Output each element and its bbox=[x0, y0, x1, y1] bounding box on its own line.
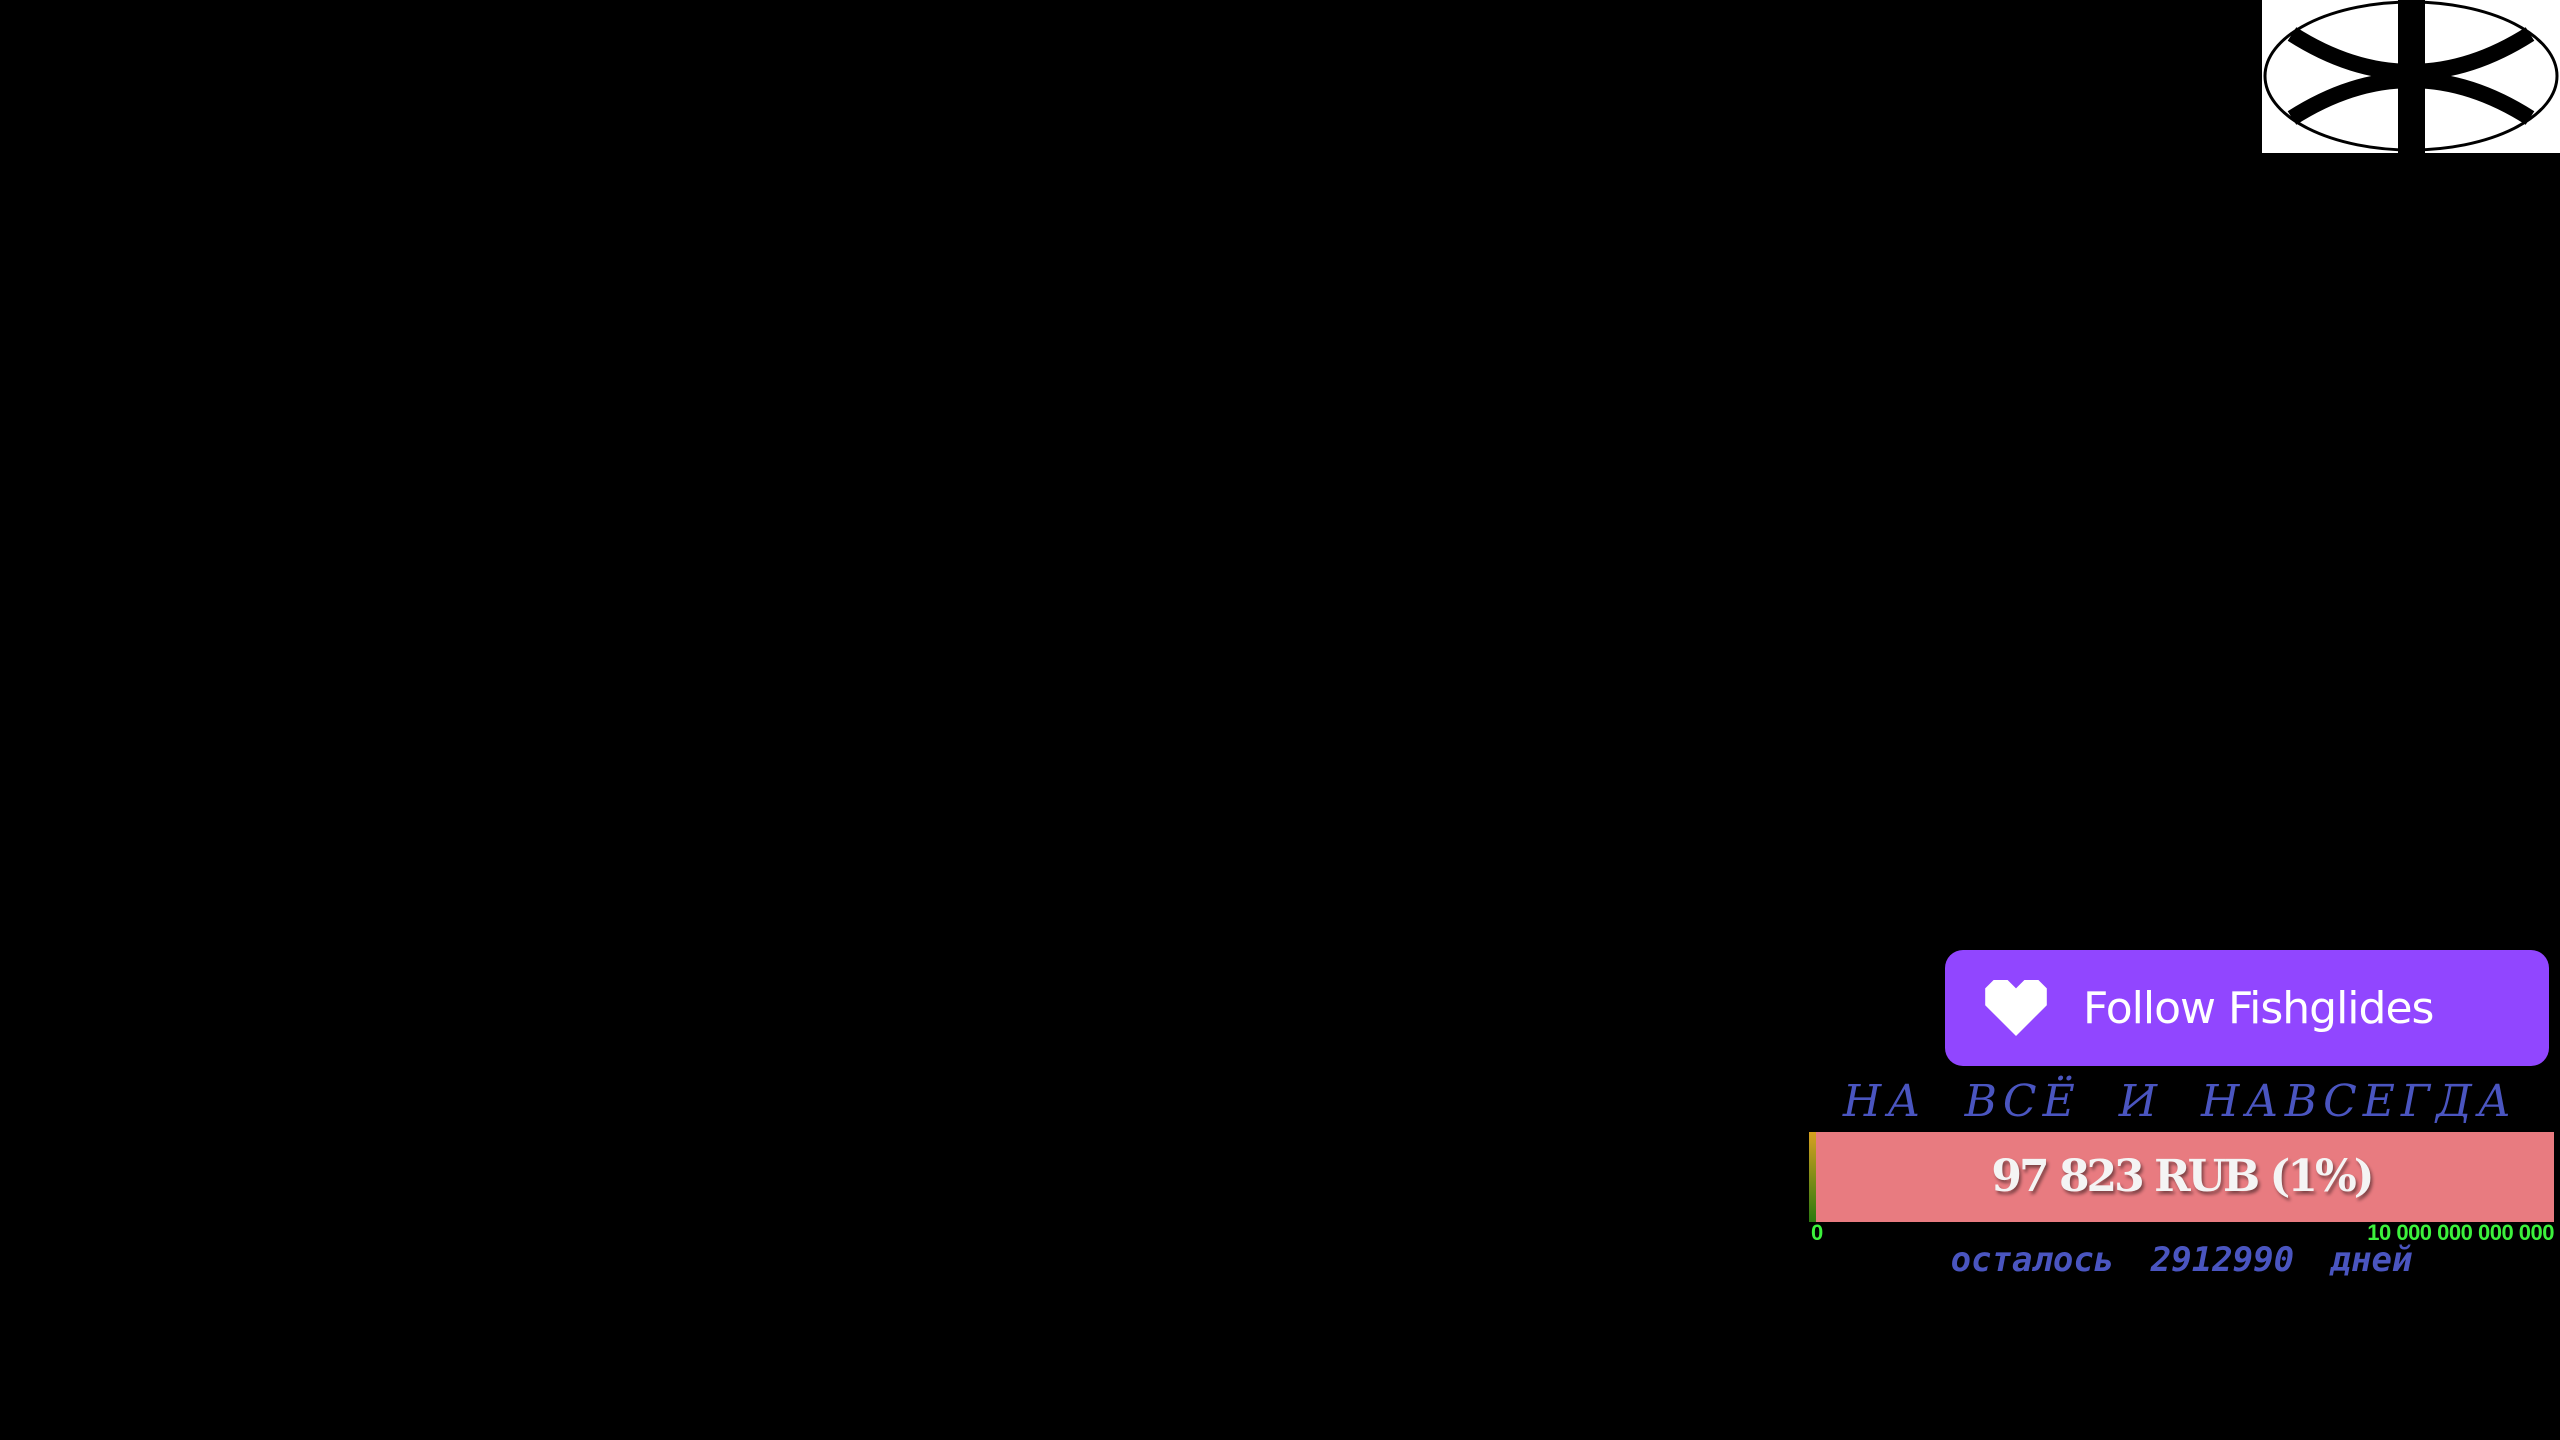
goal-title: НА ВСЁ И НАВСЕГДА bbox=[1842, 1076, 2518, 1127]
goal-min-label: 0 bbox=[1811, 1220, 1824, 1245]
follow-button[interactable]: Follow Fishglides bbox=[1945, 950, 2549, 1066]
follow-label: Follow Fishglides bbox=[2083, 982, 2434, 1034]
goal-progress-fill bbox=[1809, 1132, 1817, 1222]
goal-progress-bar: 97 823 RUB (1%) bbox=[1809, 1132, 2554, 1222]
goal-max-label: 10 000 000 000 000 bbox=[2367, 1220, 2554, 1245]
ellipse-cross-logo-icon bbox=[2263, 0, 2559, 153]
goal-remaining: осталось 2912990 дней bbox=[1950, 1240, 2413, 1280]
goal-amount: 97 823 RUB (1%) bbox=[1991, 1151, 2374, 1202]
heart-icon bbox=[1985, 980, 2047, 1036]
channel-logo bbox=[2262, 0, 2560, 153]
